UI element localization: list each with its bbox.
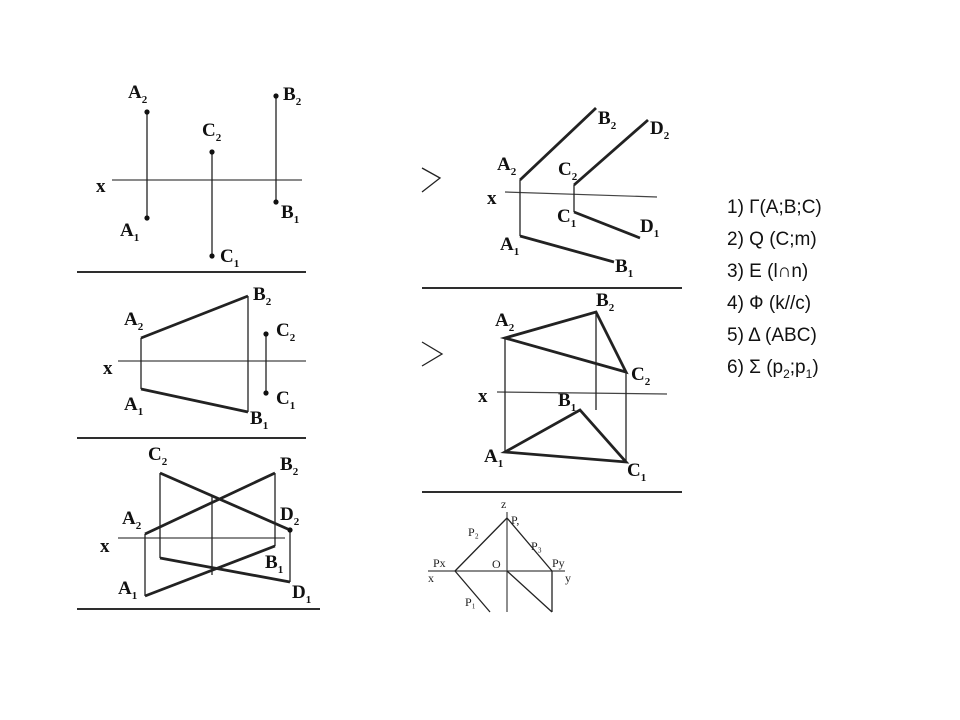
segment-a1b1 [144, 544, 276, 598]
legend-item-1: 1) Г(A;B;C) [727, 197, 822, 218]
legend-item-3: 3) E (l∩n) [727, 261, 809, 282]
trace-p2 [454, 517, 508, 572]
label-o: O [492, 557, 501, 571]
panel-1-points-projection: x A2 A1 C2 C1 B2 B1 [96, 82, 302, 270]
point-d2 [287, 527, 293, 533]
segment-a2b2 [140, 294, 249, 340]
point-c1 [263, 390, 269, 396]
legend-item-5: 5) Δ (ABC) [727, 325, 817, 346]
point-b1 [273, 199, 279, 205]
trace-p3 [506, 517, 553, 572]
label-a1: A1 [120, 220, 139, 244]
triangle-a2b2c2 [499, 310, 629, 375]
segment-c2d2 [573, 118, 649, 187]
legend-item-6: 6) Σ (p2;p1) [727, 357, 819, 381]
projection-oblique [506, 570, 553, 613]
legend-item-4: 4) Ф (k//c) [727, 293, 812, 314]
label-x: x [96, 176, 106, 197]
label-c1: C1 [557, 206, 576, 230]
label-p2: P₂ [468, 525, 479, 539]
label-x: x [103, 358, 113, 379]
label-b1: B1 [615, 256, 633, 280]
label-c2: C2 [148, 444, 168, 468]
label-b2: B2 [596, 290, 615, 314]
label-px: Px [433, 556, 446, 570]
label-c1: C1 [627, 460, 646, 484]
label-a1: A1 [124, 394, 143, 418]
label-a1: A1 [484, 446, 503, 470]
segment-a2b2 [144, 471, 276, 536]
label-z: z [501, 497, 506, 511]
label-d1: D1 [292, 582, 311, 606]
point-b2 [273, 93, 279, 99]
segment-a1b1 [519, 234, 615, 264]
label-d2: D2 [280, 504, 300, 528]
segment-c1d1 [159, 556, 291, 584]
point-a2 [144, 109, 150, 115]
point-c2 [209, 149, 215, 155]
label-x: x [100, 536, 110, 557]
label-x: x [428, 571, 434, 585]
triangle-a1b1c1 [500, 408, 630, 464]
legend-list: 1) Г(A;B;C) 2) Q (C;m) 3) E (l∩n) 4) Ф (… [727, 192, 822, 390]
label-b2: B2 [253, 284, 272, 308]
panel-4-parallel-lines: x A2 B2 D2 C2 C1 D1 A1 B1 [421, 106, 670, 280]
label-p3: P₃ [531, 539, 542, 553]
label-x: x [478, 386, 488, 407]
panel-5-triangle: x A2 B2 C2 B1 A1 C1 [421, 290, 668, 484]
label-c2: C2 [276, 320, 296, 344]
panel-3-crossing-lines: x C2 B2 A2 D2 B1 A1 D1 [100, 444, 311, 606]
label-c2: C2 [202, 120, 222, 144]
label-b1: B1 [558, 390, 576, 414]
segment-a1b1 [140, 387, 249, 414]
point-c2 [263, 331, 269, 337]
point-c1 [209, 253, 215, 259]
label-c1: C1 [276, 388, 295, 412]
x-axis [504, 191, 658, 198]
label-b2: B2 [280, 454, 299, 478]
segment-c1d1 [573, 210, 641, 240]
label-y: y [565, 571, 571, 585]
x-axis [496, 391, 668, 395]
label-c2: C2 [558, 159, 578, 183]
panel-2-plane-points: x A2 A1 B2 B1 C2 C1 [103, 284, 306, 432]
label-d1: D1 [640, 216, 659, 240]
label-py: Py [552, 556, 565, 570]
label-a2: A2 [497, 154, 517, 178]
decorative-chevron [421, 167, 442, 193]
legend-item-2: 2) Q (C;m) [727, 229, 817, 250]
point-a1 [144, 215, 150, 221]
label-a1: A1 [500, 234, 519, 258]
label-p1: P₁ [465, 595, 476, 609]
label-b1: B1 [281, 202, 299, 226]
trace-p1 [454, 570, 491, 613]
label-c2: C2 [631, 364, 651, 388]
label-a2: A2 [128, 82, 148, 106]
decorative-chevron [421, 341, 444, 367]
label-a1: A1 [118, 578, 137, 602]
label-a2: A2 [122, 508, 142, 532]
segment-a2b2 [519, 106, 597, 182]
label-pz: P, [511, 513, 519, 527]
label-c1: C1 [220, 246, 239, 270]
label-b1: B1 [250, 408, 268, 432]
label-a2: A2 [495, 310, 515, 334]
segment-c2d2 [159, 471, 291, 532]
panel-6-plane-traces: z P, P₂ P₃ Px Py O x y P₁ [428, 497, 571, 613]
label-b2: B2 [283, 84, 302, 108]
label-b2: B2 [598, 108, 617, 132]
label-a2: A2 [124, 309, 144, 333]
label-d2: D2 [650, 118, 670, 142]
label-x: x [487, 188, 497, 209]
label-b1: B1 [265, 552, 283, 576]
